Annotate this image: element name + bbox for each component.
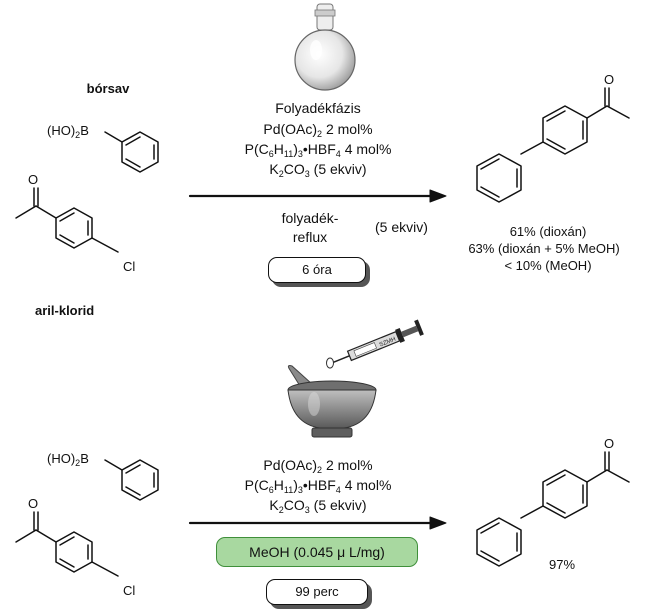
acetylbiphenyl-product-top [476,87,630,203]
chlorine-atom-bottom: Cl [123,583,136,598]
droplet-icon [326,357,334,369]
phenyl-ring-boronic-bottom [104,459,159,501]
catalyst-top: Pd(OAc)2 2 mol% [263,121,373,139]
reaction-arrow-top [188,189,447,203]
solvent-line2: reflux [292,229,328,245]
oxygen-atom-top: O [28,172,39,187]
label-boronic-acid: bórsav [86,81,130,96]
additive-badge: MeOH (0.045 μ L/mg) [216,537,418,567]
phenyl-ring-boronic-top [104,131,159,173]
yield-dioxane: 61% (dioxán) [509,224,587,239]
label-aryl-chloride: aril-klorid [35,303,95,318]
round-bottom-flask-icon [294,3,356,91]
reaction-time-badge-bottom: 99 perc [266,579,368,605]
reaction-arrow-bottom [188,516,447,530]
ligand-top: P(C6H11)3•HBF4 4 mol% [244,141,392,159]
syringe-label: SZMH [379,337,397,349]
solvent-equivalents: (5 ekviv) [375,219,428,235]
chlorine-atom-top: Cl [123,259,136,274]
ligand-bottom: P(C6H11)3•HBF4 4 mol% [244,477,392,495]
yield-bottom: 97% [548,557,576,572]
oxygen-atom-product-bottom: O [604,436,615,451]
base-top: K2CO3 (5 ekviv) [269,161,367,179]
boronic-acid-formula-bottom: (HO)2B [47,451,89,468]
boronic-acid-formula: (HO)2B [47,123,89,140]
chloroacetophenone-top [15,187,119,253]
chloroacetophenone-bottom [15,511,119,577]
catalyst-bottom: Pd(OAc)2 2 mol% [263,457,373,475]
mortar-and-pestle-icon [287,365,377,438]
yield-meoh: < 10% (MeOH) [504,258,592,273]
solvent-line1: folyadék- [281,210,339,226]
acetylbiphenyl-product-bottom [476,451,630,567]
oxygen-atom-product-top: O [604,72,615,87]
yield-dioxane-meoh: 63% (dioxán + 5% MeOH) [468,241,620,256]
reaction-time-badge-top: 6 óra [268,257,366,283]
base-bottom: K2CO3 (5 ekviv) [269,497,367,515]
phase-label: Folyadékfázis [275,100,361,116]
oxygen-atom-bottom: O [28,496,39,511]
